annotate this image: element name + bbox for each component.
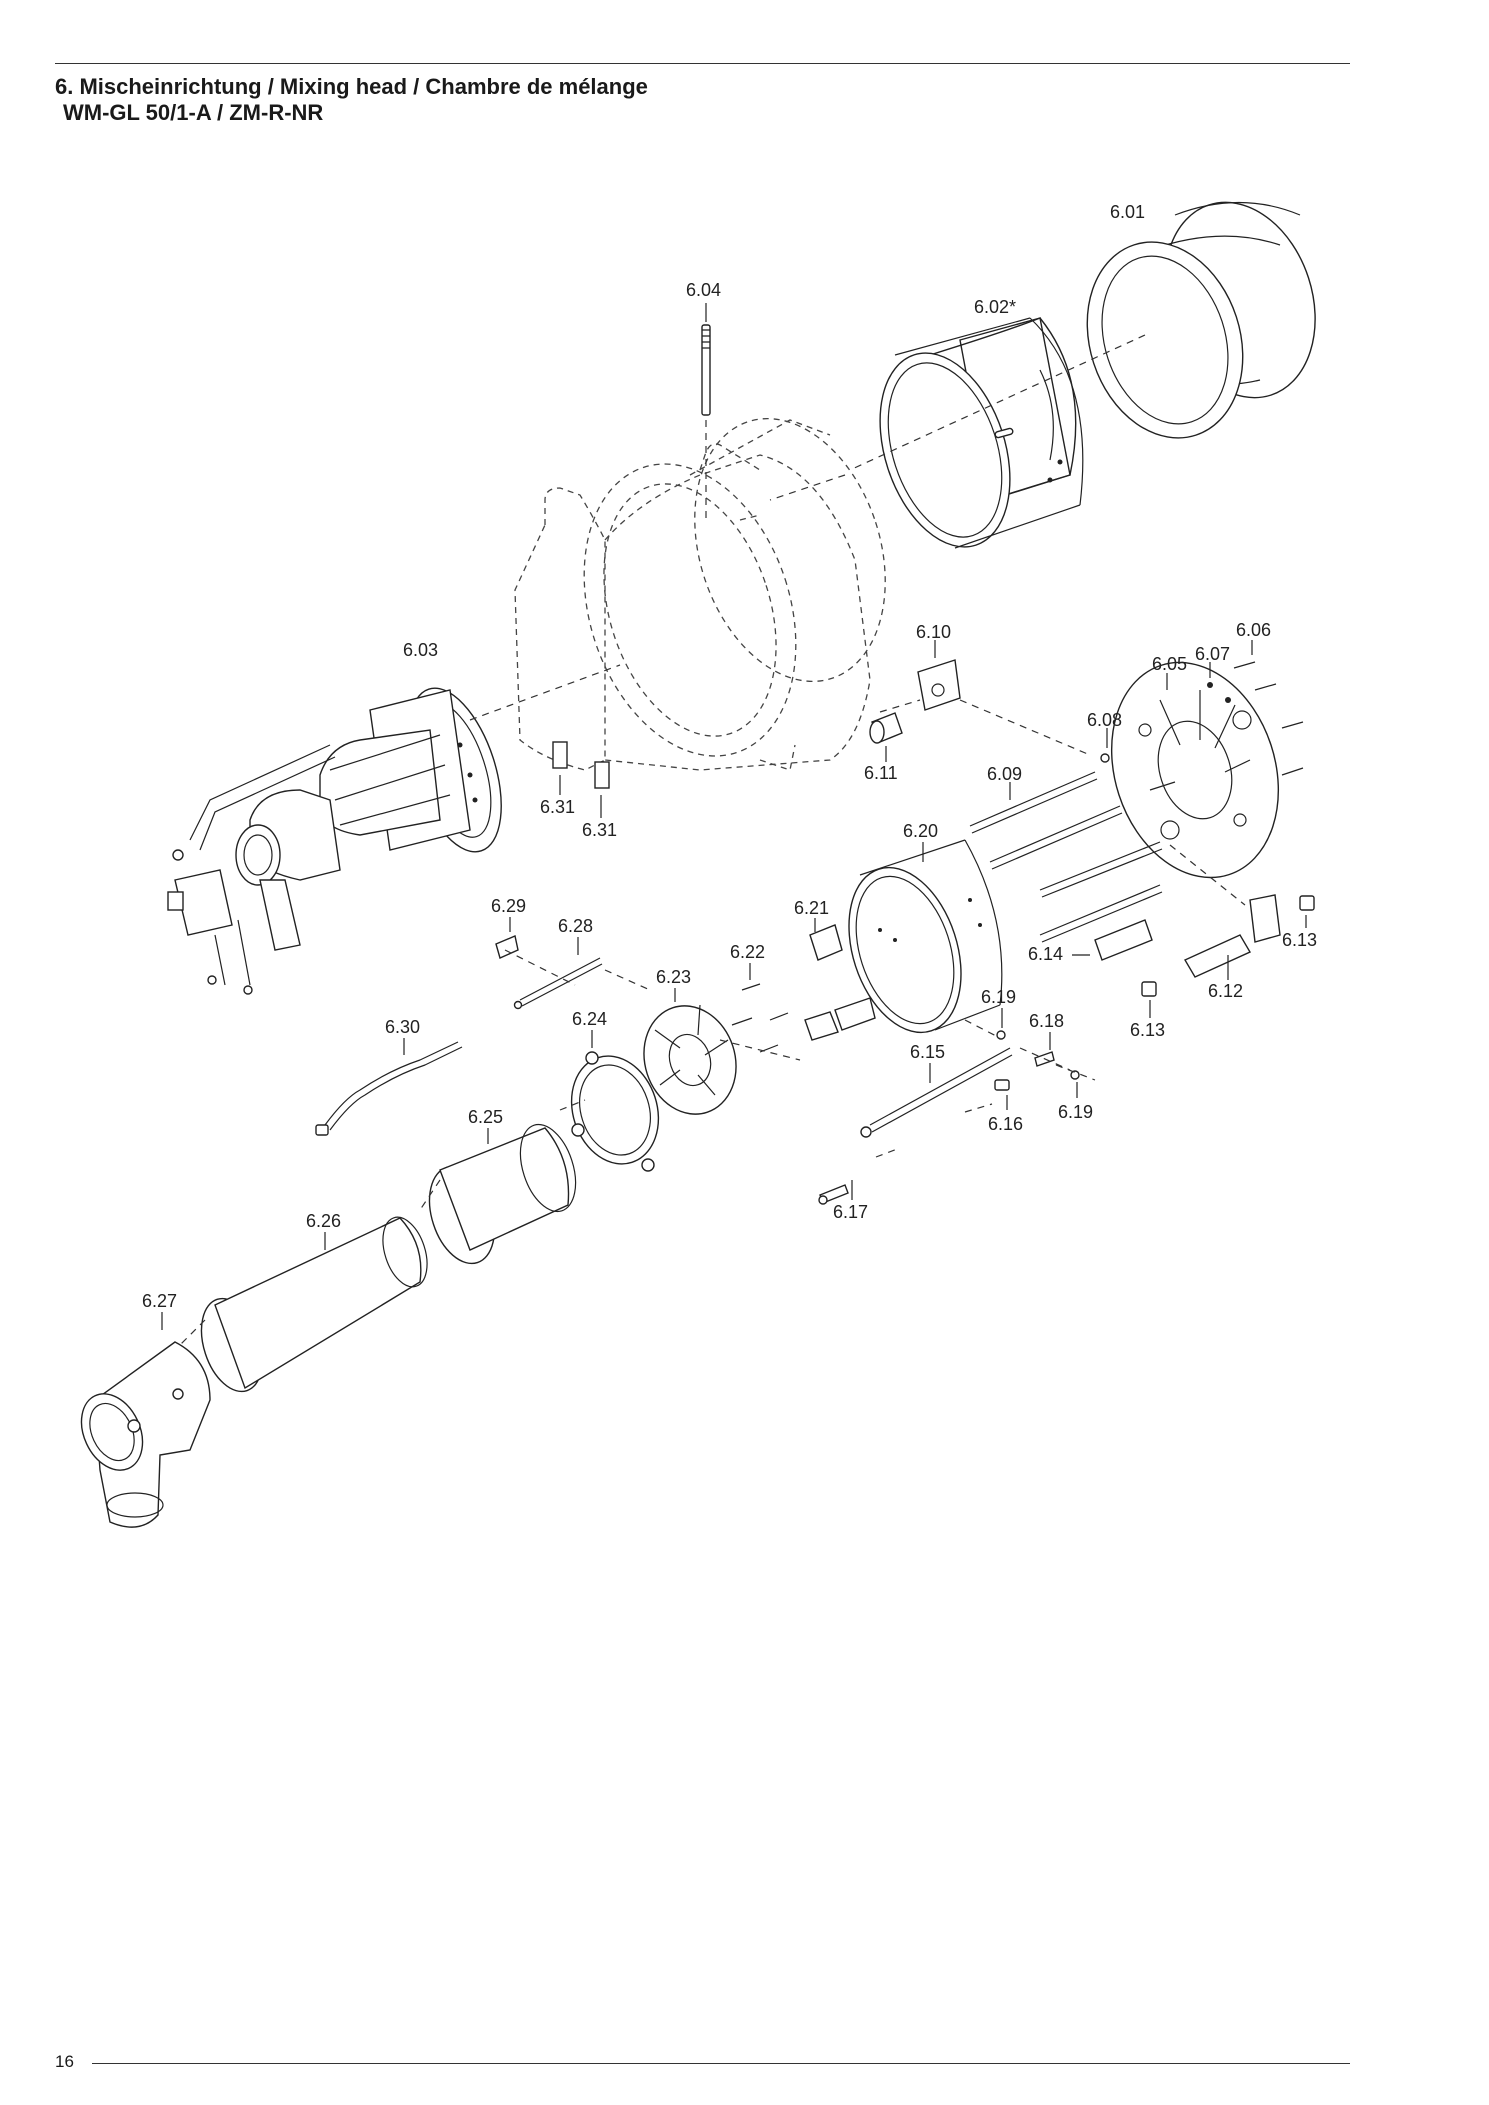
label-6-15: 6.15 bbox=[910, 1042, 945, 1062]
part-6-19-nuts bbox=[996, 1008, 1080, 1098]
part-6-11-sleeve bbox=[869, 712, 903, 762]
label-6-08: 6.08 bbox=[1087, 710, 1122, 730]
part-6-15-electrode bbox=[860, 1047, 1013, 1138]
part-6-14-sleeve bbox=[1072, 919, 1153, 961]
part-6-07-washers bbox=[1207, 662, 1231, 703]
part-6-09-rods bbox=[969, 771, 1163, 943]
part-6-23-swirler bbox=[643, 988, 737, 1115]
label-6-30: 6.30 bbox=[385, 1017, 420, 1037]
header-rule bbox=[55, 63, 1350, 64]
page-number: 16 bbox=[55, 2052, 74, 2071]
label-6-02: 6.02* bbox=[974, 297, 1016, 317]
label-6-01: 6.01 bbox=[1110, 202, 1145, 222]
label-6-06: 6.06 bbox=[1236, 620, 1271, 640]
part-6-25-tube bbox=[428, 1123, 577, 1265]
part-6-20-mixing-tube bbox=[848, 839, 1003, 1034]
label-6-29: 6.29 bbox=[491, 896, 526, 916]
label-6-11: 6.11 bbox=[864, 763, 898, 783]
label-6-23: 6.23 bbox=[656, 967, 691, 987]
part-6-26-tube bbox=[200, 1216, 428, 1393]
part-6-02-outer-tube bbox=[879, 317, 1084, 549]
label-6-27: 6.27 bbox=[142, 1291, 177, 1311]
label-6-13-b: 6.13 bbox=[1130, 1020, 1165, 1040]
part-6-21-nozzles bbox=[804, 918, 876, 1041]
part-6-30-cable bbox=[315, 1038, 463, 1136]
label-6-22: 6.22 bbox=[730, 942, 765, 962]
label-6-21: 6.21 bbox=[794, 898, 829, 918]
part-6-06-bolts bbox=[1233, 640, 1304, 776]
part-6-27-elbow bbox=[80, 1312, 211, 1528]
part-6-22-pins bbox=[731, 963, 789, 1053]
label-6-28: 6.28 bbox=[558, 916, 593, 936]
label-6-07: 6.07 bbox=[1195, 644, 1230, 664]
part-6-24-ring bbox=[570, 1030, 660, 1172]
part-6-04-stud bbox=[701, 303, 711, 416]
assembly-axes bbox=[179, 334, 1246, 1346]
part-6-10-bracket bbox=[917, 640, 961, 711]
part-6-05-plate bbox=[1110, 661, 1280, 879]
part-6-08-nut bbox=[1100, 728, 1110, 763]
label-6-26: 6.26 bbox=[306, 1211, 341, 1231]
housing-hidden-outline bbox=[514, 417, 886, 771]
title-line-2: WM-GL 50/1-A / ZM-R-NR bbox=[63, 100, 324, 125]
label-6-04: 6.04 bbox=[686, 280, 721, 300]
label-6-20: 6.20 bbox=[903, 821, 938, 841]
page-title: 6. Mischeinrichtung / Mixing head / Cham… bbox=[55, 74, 648, 126]
label-6-13-a: 6.13 bbox=[1282, 930, 1317, 950]
part-6-12-holder bbox=[1184, 894, 1281, 980]
part-6-31-plates bbox=[552, 741, 610, 818]
part-labels: 6.01 6.02* 6.03 6.04 6.05 6.06 6.07 6.08… bbox=[142, 202, 1317, 1311]
label-6-12: 6.12 bbox=[1208, 981, 1243, 1001]
label-6-17: 6.17 bbox=[833, 1202, 868, 1222]
label-6-10: 6.10 bbox=[916, 622, 951, 642]
part-6-03-assembly bbox=[167, 687, 502, 995]
part-6-18-fitting bbox=[1034, 1032, 1055, 1067]
label-6-14: 6.14 bbox=[1028, 944, 1063, 964]
label-6-25: 6.25 bbox=[468, 1107, 503, 1127]
label-6-16: 6.16 bbox=[988, 1114, 1023, 1134]
part-6-28-rod bbox=[513, 937, 603, 1010]
label-6-09: 6.09 bbox=[987, 764, 1022, 784]
footer-rule bbox=[92, 2063, 1350, 2064]
label-6-19-b: 6.19 bbox=[1058, 1102, 1093, 1122]
label-6-03: 6.03 bbox=[403, 640, 438, 660]
label-6-24: 6.24 bbox=[572, 1009, 607, 1029]
label-6-18: 6.18 bbox=[1029, 1011, 1064, 1031]
label-6-31-b: 6.31 bbox=[582, 820, 617, 840]
label-6-05: 6.05 bbox=[1152, 654, 1187, 674]
part-6-13-caps bbox=[1141, 895, 1315, 1018]
label-6-31-a: 6.31 bbox=[540, 797, 575, 817]
part-6-16-clip bbox=[964, 1079, 1010, 1113]
part-6-17-electrode bbox=[818, 1147, 901, 1205]
part-6-29-plate bbox=[495, 917, 519, 959]
label-6-19-a: 6.19 bbox=[981, 987, 1016, 1007]
part-6-01-flange bbox=[1086, 201, 1316, 439]
title-line-1: 6. Mischeinrichtung / Mixing head / Cham… bbox=[55, 74, 648, 99]
